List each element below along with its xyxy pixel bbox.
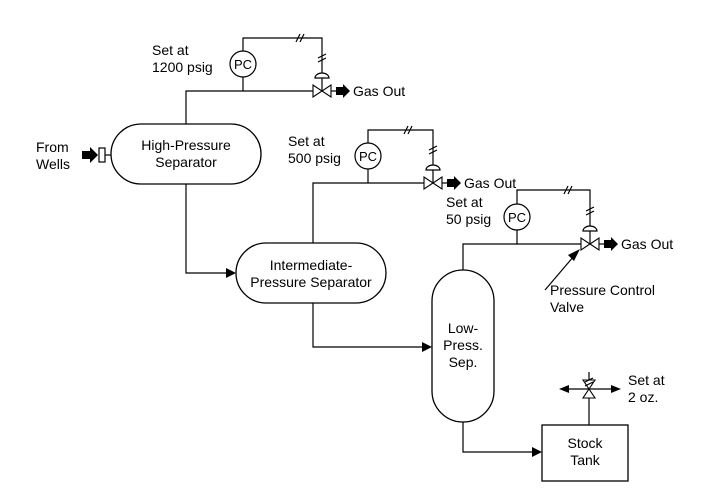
hp-liquid-arrow-icon: [226, 268, 236, 278]
lp-pressure-controller: PC: [503, 203, 531, 231]
svg-text:Tank: Tank: [570, 452, 601, 468]
tank-vent-right-arrow-icon: [611, 385, 621, 393]
hp-control-valve-icon: [312, 72, 332, 99]
hp-pressure-controller: PC: [229, 50, 257, 78]
lp-control-valve-icon: [580, 225, 600, 252]
svg-text:Wells: Wells: [36, 156, 70, 172]
svg-text:Set at: Set at: [446, 194, 483, 210]
pcv-callout-leader: [544, 255, 575, 291]
pcv-callout-label: Pressure Control Valve: [550, 282, 655, 315]
svg-text:PC: PC: [234, 57, 252, 72]
svg-text:Pressure Control: Pressure Control: [550, 282, 655, 298]
svg-text:Sep.: Sep.: [449, 354, 478, 370]
svg-text:PC: PC: [359, 149, 377, 164]
lp-separator-label: Low- Press. Sep.: [443, 320, 483, 370]
svg-text:From: From: [36, 139, 69, 155]
hp-setpoint-label: Set at 1200 psig: [152, 42, 213, 75]
signal-hash-icon: [295, 33, 327, 63]
svg-text:Separator: Separator: [155, 154, 217, 170]
tank-vent-setpoint-label: Set at 2 oz.: [628, 372, 665, 405]
svg-text:PC: PC: [508, 210, 526, 225]
pcv-callout-arrow-icon: [568, 249, 580, 261]
from-wells-label: From Wells: [36, 139, 70, 172]
hp-gas-out-label: Gas Out: [353, 83, 405, 99]
svg-text:Valve: Valve: [550, 299, 584, 315]
svg-text:Set at: Set at: [628, 372, 665, 388]
lp-gas-line: [462, 243, 581, 270]
svg-text:Set at: Set at: [152, 42, 189, 58]
hp-signal-line: [242, 37, 323, 78]
ip-gas-line: [312, 182, 424, 243]
stock-tank-label: Stock Tank: [567, 435, 603, 468]
svg-text:500 psig: 500 psig: [288, 150, 341, 166]
ip-separator-label: Intermediate- Pressure Separator: [250, 257, 372, 290]
tank-vent-valve-icon: [581, 372, 597, 399]
svg-text:Pressure Separator: Pressure Separator: [250, 274, 372, 290]
ip-setpoint-label: Set at 500 psig: [288, 133, 341, 166]
lp-liquid-line: [462, 422, 534, 453]
hp-gas-line: [185, 90, 313, 124]
signal-hash-icon: [563, 185, 595, 216]
ip-control-valve-icon: [423, 164, 443, 191]
lp-gas-out-arrow-icon: [604, 237, 618, 251]
lp-gas-out-label: Gas Out: [621, 236, 673, 252]
svg-text:50 psig: 50 psig: [446, 211, 491, 227]
svg-text:High-Pressure: High-Pressure: [141, 137, 231, 153]
svg-text:1200 psig: 1200 psig: [152, 59, 213, 75]
lp-setpoint-label: Set at 50 psig: [446, 194, 491, 227]
hp-liquid-line: [185, 184, 228, 274]
ip-gas-out-label: Gas Out: [464, 175, 516, 191]
ip-pressure-controller: PC: [354, 142, 382, 170]
svg-text:Stock: Stock: [567, 435, 603, 451]
svg-text:Press.: Press.: [443, 337, 483, 353]
svg-text:Intermediate-: Intermediate-: [270, 257, 353, 273]
tank-vent-left-arrow-icon: [559, 385, 569, 393]
inlet-arrow-icon: [82, 147, 111, 163]
ip-liquid-line: [312, 303, 424, 348]
ip-liquid-arrow-icon: [422, 342, 432, 352]
intermediate-pressure-separator: [235, 242, 387, 304]
ip-signal-line: [367, 129, 434, 170]
signal-hash-icon: [403, 125, 438, 155]
hp-separator-label: High-Pressure Separator: [141, 137, 231, 170]
lp-liquid-arrow-icon: [532, 447, 542, 457]
ip-gas-out-arrow-icon: [447, 176, 461, 190]
svg-text:Low-: Low-: [448, 320, 479, 336]
lp-signal-line: [516, 189, 591, 231]
svg-text:2 oz.: 2 oz.: [628, 389, 658, 405]
stock-tank: [541, 424, 629, 482]
hp-gas-out-arrow-icon: [336, 84, 350, 98]
svg-text:Set at: Set at: [288, 133, 325, 149]
